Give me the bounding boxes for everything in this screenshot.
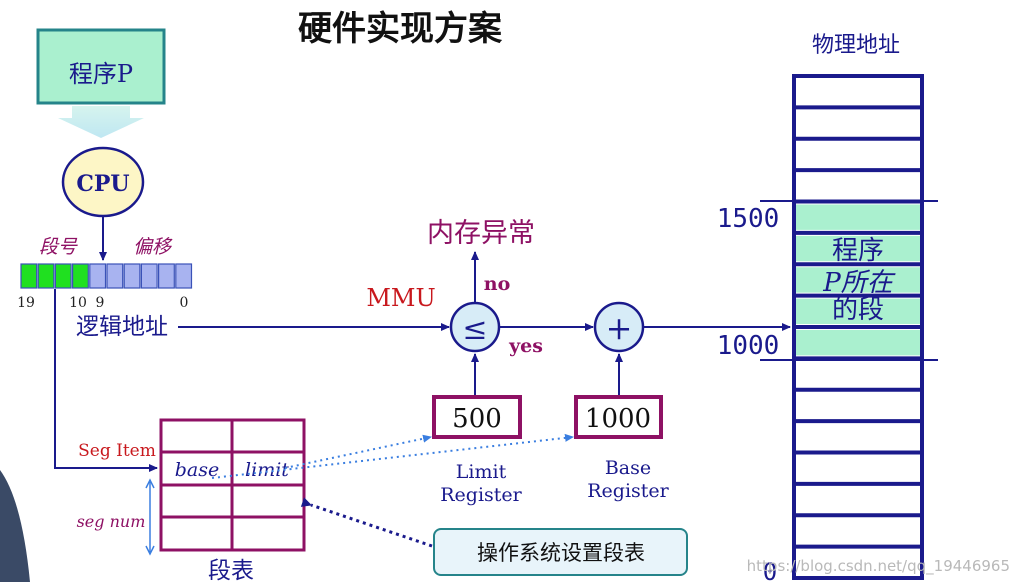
memory-cell bbox=[794, 361, 922, 387]
memory-exception-label: 内存异常 bbox=[427, 218, 535, 249]
seg-num-label: seg num bbox=[77, 512, 146, 531]
memory-cell bbox=[794, 392, 922, 419]
base-load-arrow bbox=[211, 433, 574, 479]
cpu-circle bbox=[61, 146, 145, 218]
segment-number-to-table-arrow bbox=[54, 289, 158, 472]
limit-field: limit bbox=[245, 459, 289, 481]
memory-cell bbox=[794, 298, 922, 324]
yes-label: yes bbox=[508, 335, 543, 357]
limit-register-value: 500 bbox=[452, 404, 502, 434]
base-field: base bbox=[175, 459, 220, 481]
address-bit-cell bbox=[158, 263, 175, 289]
mark-1500-label: 1500 bbox=[717, 204, 780, 234]
address-bit-cell bbox=[140, 263, 158, 289]
limit-register-line2: Register bbox=[440, 484, 522, 506]
physical-memory-title: 物理地址 bbox=[812, 33, 900, 58]
memory-cell bbox=[794, 173, 922, 199]
adder-symbol: + bbox=[606, 309, 633, 347]
comparator-symbol: ≤ bbox=[462, 312, 487, 347]
mmu-label: MMU bbox=[366, 284, 435, 312]
address-bit-cell bbox=[71, 263, 89, 289]
os-sets-table-arrow bbox=[300, 497, 433, 548]
offset-label: 偏移 bbox=[133, 236, 173, 258]
base-register-line1: Base bbox=[605, 457, 651, 479]
no-label: no bbox=[484, 273, 511, 295]
memory-cell bbox=[794, 518, 922, 544]
memory-cell bbox=[794, 267, 922, 293]
logical-address-caption: 逻辑地址 bbox=[76, 314, 168, 340]
memory-cell bbox=[794, 141, 922, 168]
memory-cell bbox=[794, 455, 922, 481]
memory-cell bbox=[794, 110, 922, 136]
limit-register-box bbox=[432, 395, 522, 439]
memory-cell bbox=[794, 549, 922, 575]
address-bit-cell bbox=[20, 263, 38, 289]
bit-19-label: 19 bbox=[17, 295, 35, 311]
segment-table bbox=[159, 418, 306, 552]
segment-table-caption: 段表 bbox=[208, 558, 254, 582]
program-label: 程序P bbox=[69, 60, 133, 88]
bit-9-label: 9 bbox=[96, 295, 105, 311]
limit-register-line1: Limit bbox=[456, 461, 507, 483]
base-register-line2: Register bbox=[587, 480, 669, 502]
memory-cell bbox=[794, 79, 922, 105]
address-bit-cell bbox=[123, 263, 141, 289]
limit-load-arrow bbox=[284, 434, 432, 469]
program-box bbox=[36, 28, 166, 105]
bit-0-label: 0 bbox=[180, 295, 189, 311]
segment-text-line2: P所在 bbox=[822, 268, 895, 298]
segment-text-line3: 的段 bbox=[832, 295, 884, 325]
os-note-label: 操作系统设置段表 bbox=[477, 541, 645, 565]
mark-0-label: 0 bbox=[763, 558, 777, 582]
presenter-silhouette bbox=[0, 470, 30, 582]
address-bit-cell bbox=[37, 263, 55, 289]
watermark: https://blog.csdn.net/qq_19446965 bbox=[747, 557, 1010, 576]
base-register-box bbox=[574, 395, 663, 439]
adder-circle bbox=[593, 301, 645, 353]
mark-1000-label: 1000 bbox=[717, 331, 780, 361]
bit-10-label: 10 bbox=[69, 295, 87, 311]
address-bit-cell bbox=[89, 263, 107, 289]
address-bit-cell bbox=[106, 263, 124, 289]
memory-cell bbox=[794, 330, 922, 356]
address-bits bbox=[20, 263, 193, 289]
base-register-value: 1000 bbox=[585, 404, 651, 434]
memory-cell bbox=[794, 204, 922, 230]
page-title: 硬件实现方案 bbox=[298, 9, 503, 49]
address-bit-cell bbox=[175, 263, 193, 289]
memory-cell bbox=[794, 424, 922, 450]
segment-text-line1: 程序 bbox=[832, 236, 884, 266]
segment-number-label: 段号 bbox=[39, 236, 78, 258]
seg-item-label: Seg Item bbox=[78, 441, 156, 461]
memory-cell bbox=[794, 486, 922, 513]
os-note-box bbox=[433, 528, 688, 576]
memory-cell bbox=[794, 235, 922, 262]
cpu-label: CPU bbox=[76, 171, 129, 197]
fetch-arrow bbox=[58, 106, 144, 138]
address-bit-cell bbox=[54, 263, 72, 289]
physical-memory-column bbox=[792, 74, 924, 580]
